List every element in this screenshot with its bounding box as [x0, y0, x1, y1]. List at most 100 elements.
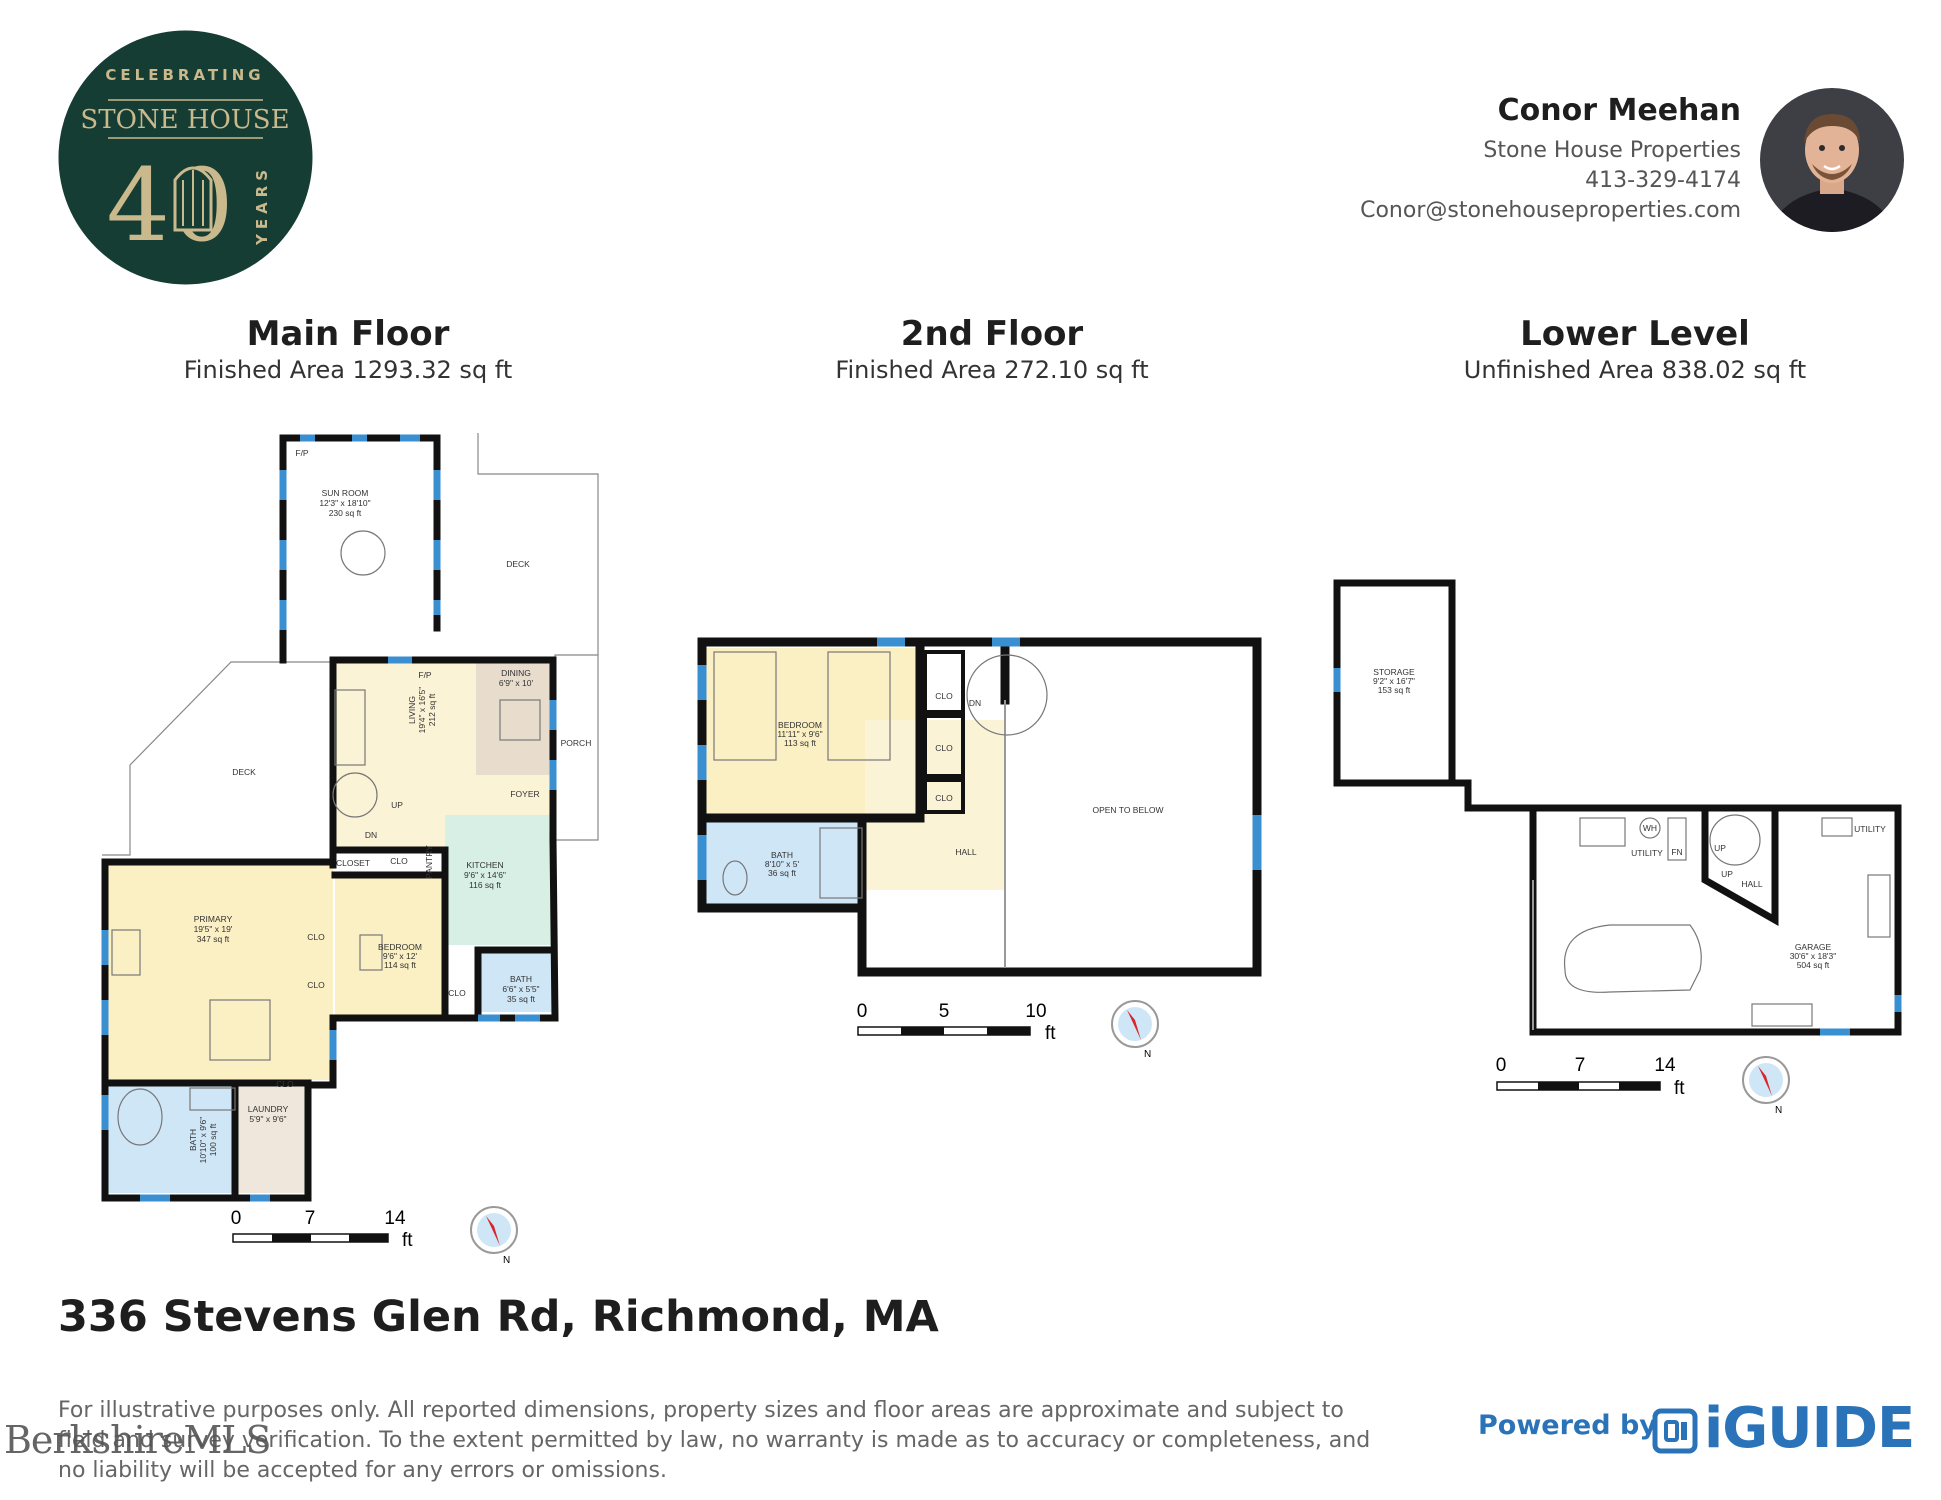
iguide-logo-icon: [1652, 1408, 1698, 1454]
kitchen-dims: 9'6" x 14'6": [464, 870, 506, 880]
storage-name: STORAGE: [1373, 667, 1415, 677]
kitchen-name: KITCHEN: [466, 860, 503, 870]
agent-avatar: [1760, 88, 1904, 232]
closet-label: CLOSET: [336, 858, 370, 868]
stone-house-logo: CELEBRATING STONE HOUSE 40 YEARS: [58, 30, 313, 285]
main-floor-area: Finished Area 1293.32 sq ft: [183, 356, 513, 384]
lower-scale-bar: 0 7 14 ft: [1496, 1055, 1686, 1099]
svg-text:14: 14: [384, 1208, 406, 1229]
svg-text:0: 0: [1496, 1055, 1507, 1076]
upper-bath-name: BATH: [771, 850, 793, 860]
pantry-label: PANTRY: [424, 845, 434, 879]
stair-down-label: DN: [365, 830, 377, 840]
porch-label: PORCH: [561, 738, 592, 748]
iguide-brand: iGUIDE: [1704, 1396, 1915, 1461]
upper-hall-label: HALL: [955, 847, 977, 857]
disclaimer-text: For illustrative purposes only. All repo…: [58, 1398, 1371, 1483]
water-heater-label: WH: [1643, 823, 1657, 833]
bedroom-dims: 9'6" x 12': [383, 951, 418, 961]
primary-area: 347 sq ft: [197, 934, 230, 944]
svg-text:5: 5: [939, 1001, 950, 1022]
lower-level-plan: STORAGE 9'2" x 16'7" 153 sq ft UTILITY W…: [1333, 579, 1902, 1116]
agent-phone[interactable]: 413-329-4174: [1585, 168, 1741, 193]
upper-bedroom-name: BEDROOM: [778, 720, 822, 730]
svg-text:10: 10: [1025, 1001, 1046, 1022]
bedroom-clo: CLO: [448, 988, 466, 998]
sunroom-fireplace-label: F/P: [295, 448, 309, 458]
agent-name: Conor Meehan: [1497, 93, 1741, 128]
agent-company: Stone House Properties: [1483, 138, 1741, 163]
property-address: 336 Stevens Glen Rd, Richmond, MA: [58, 1292, 939, 1342]
logo-brand: STONE HOUSE: [80, 105, 289, 135]
dining-name: DINING: [501, 668, 531, 678]
main-scale-bar: 0 7 14 ft: [231, 1208, 414, 1251]
svg-text:7: 7: [1575, 1055, 1586, 1076]
svg-text:0: 0: [231, 1208, 242, 1229]
svg-text:0: 0: [857, 1001, 868, 1022]
door-icon: [173, 166, 213, 232]
sun-room-area: 230 sq ft: [329, 508, 362, 518]
foyer-label: FOYER: [510, 789, 539, 799]
mls-watermark: BerkshireMLS: [4, 1418, 272, 1462]
bath-small-dims: 6'6" x 5'5": [502, 984, 539, 994]
upper-clo-1: CLO: [935, 691, 953, 701]
svg-text:ft: ft: [1674, 1078, 1685, 1099]
primary-dims: 19'5" x 19': [194, 924, 233, 934]
upper-clo-2: CLO: [935, 743, 953, 753]
main-compass-icon: N: [470, 1206, 518, 1266]
lower-stair-up-1: UP: [1714, 843, 1726, 853]
logo-number: 40: [106, 147, 233, 264]
main-floor-plan: F/P SUN ROOM 12'3" x 18'10" 230 sq ft DE…: [101, 433, 599, 1266]
laundry-dims: 5'9" x 9'6": [249, 1114, 286, 1124]
svg-text:N: N: [1775, 1105, 1782, 1116]
second-scale-bar: 0 5 10 ft: [857, 1001, 1057, 1044]
bath-large-area: 100 sq ft: [208, 1123, 218, 1156]
sun-room-dims: 12'3" x 18'10": [319, 498, 370, 508]
lower-compass-icon: N: [1742, 1056, 1790, 1116]
svg-text:ft: ft: [402, 1230, 413, 1251]
svg-text:7: 7: [305, 1208, 316, 1229]
living-name: LIVING: [407, 696, 417, 724]
agent-email[interactable]: Conor@stonehouseproperties.com: [1360, 198, 1741, 223]
bath-small-name: BATH: [510, 974, 532, 984]
bath-large-dims: 10'10" x 9'6": [198, 1117, 208, 1164]
open-to-below-label: OPEN TO BELOW: [1092, 805, 1163, 815]
upper-bath-area: 36 sq ft: [768, 868, 797, 878]
bath-large-name: BATH: [188, 1129, 198, 1151]
primary-name: PRIMARY: [194, 914, 233, 924]
bath-small-area: 35 sq ft: [507, 994, 536, 1004]
storage-area: 153 sq ft: [1378, 685, 1411, 695]
second-compass-icon: N: [1111, 1000, 1159, 1060]
upper-bath-dims: 8'10" x 5': [765, 859, 800, 869]
furnace-label: FN: [1671, 847, 1682, 857]
logo-top-text: CELEBRATING: [105, 66, 264, 84]
laundry-name: LAUNDRY: [248, 1104, 289, 1114]
upper-clo-3: CLO: [935, 793, 953, 803]
utility-right-label: UTILITY: [1854, 824, 1886, 834]
stair-up-label: UP: [391, 800, 403, 810]
living-fireplace-label: F/P: [418, 670, 432, 680]
dining-dims: 6'9" x 10': [499, 678, 534, 688]
lower-level-area: Unfinished Area 838.02 sq ft: [1463, 356, 1807, 384]
bedroom-name: BEDROOM: [378, 942, 422, 952]
lower-hall-label: HALL: [1741, 879, 1763, 889]
upper-bedroom-dims: 11'11" x 9'6": [777, 729, 822, 739]
logo-side-text: YEARS: [253, 165, 271, 246]
upper-bedroom-area: 113 sq ft: [784, 738, 817, 748]
svg-text:14: 14: [1654, 1055, 1676, 1076]
utility-left-label: UTILITY: [1631, 848, 1663, 858]
lower-stair-up-2: UP: [1721, 869, 1733, 879]
deck-left-label: DECK: [232, 767, 256, 777]
deck-top-label: DECK: [506, 559, 530, 569]
svg-text:N: N: [1144, 1049, 1151, 1060]
upper-stair-down: DN: [969, 698, 981, 708]
garage-area: 504 sq ft: [1797, 960, 1830, 970]
powered-by-label: Powered by: [1478, 1410, 1657, 1441]
second-floor-title: 2nd Floor: [900, 314, 1084, 354]
svg-text:N: N: [503, 1255, 510, 1266]
primary-clo-2: CLO: [307, 980, 325, 990]
garage-dims: 30'6" x 18'3": [1790, 951, 1837, 961]
primary-clo-1: CLO: [307, 932, 325, 942]
main-floor-title: Main Floor: [246, 314, 450, 354]
storage-dims: 9'2" x 16'7": [1373, 676, 1415, 686]
